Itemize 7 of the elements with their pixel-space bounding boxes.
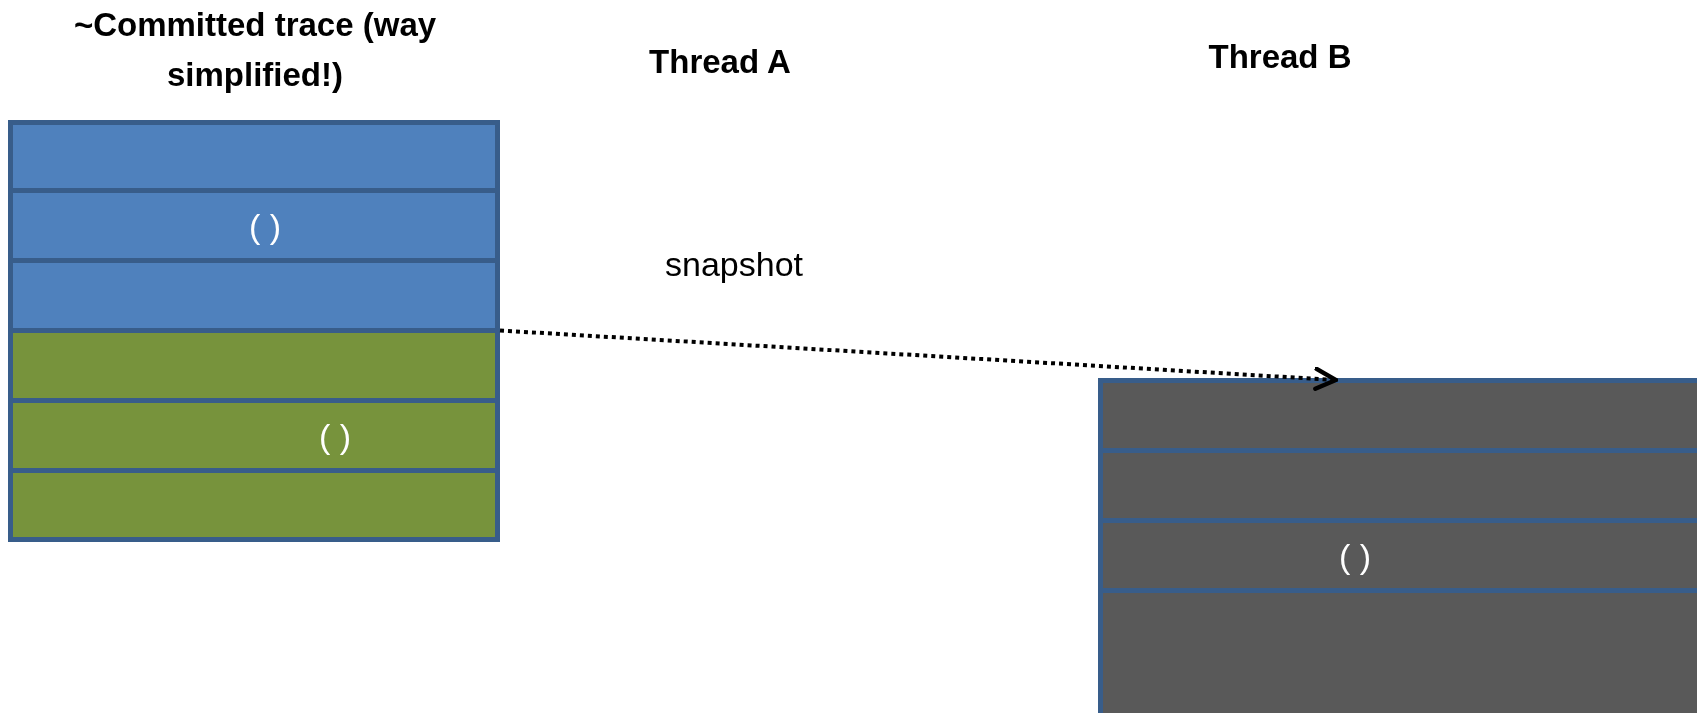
stack-heading: ~Committed trace (way simplified!)	[72, 5, 438, 95]
dotted-arrow	[499, 328, 1339, 391]
column-heading: Thread A	[648, 42, 792, 82]
parentheses-text: ( )	[319, 418, 352, 453]
column-heading: Thread B	[1207, 37, 1353, 77]
parentheses-text: ( )	[249, 208, 282, 243]
parentheses-text: ( )	[1339, 538, 1372, 573]
